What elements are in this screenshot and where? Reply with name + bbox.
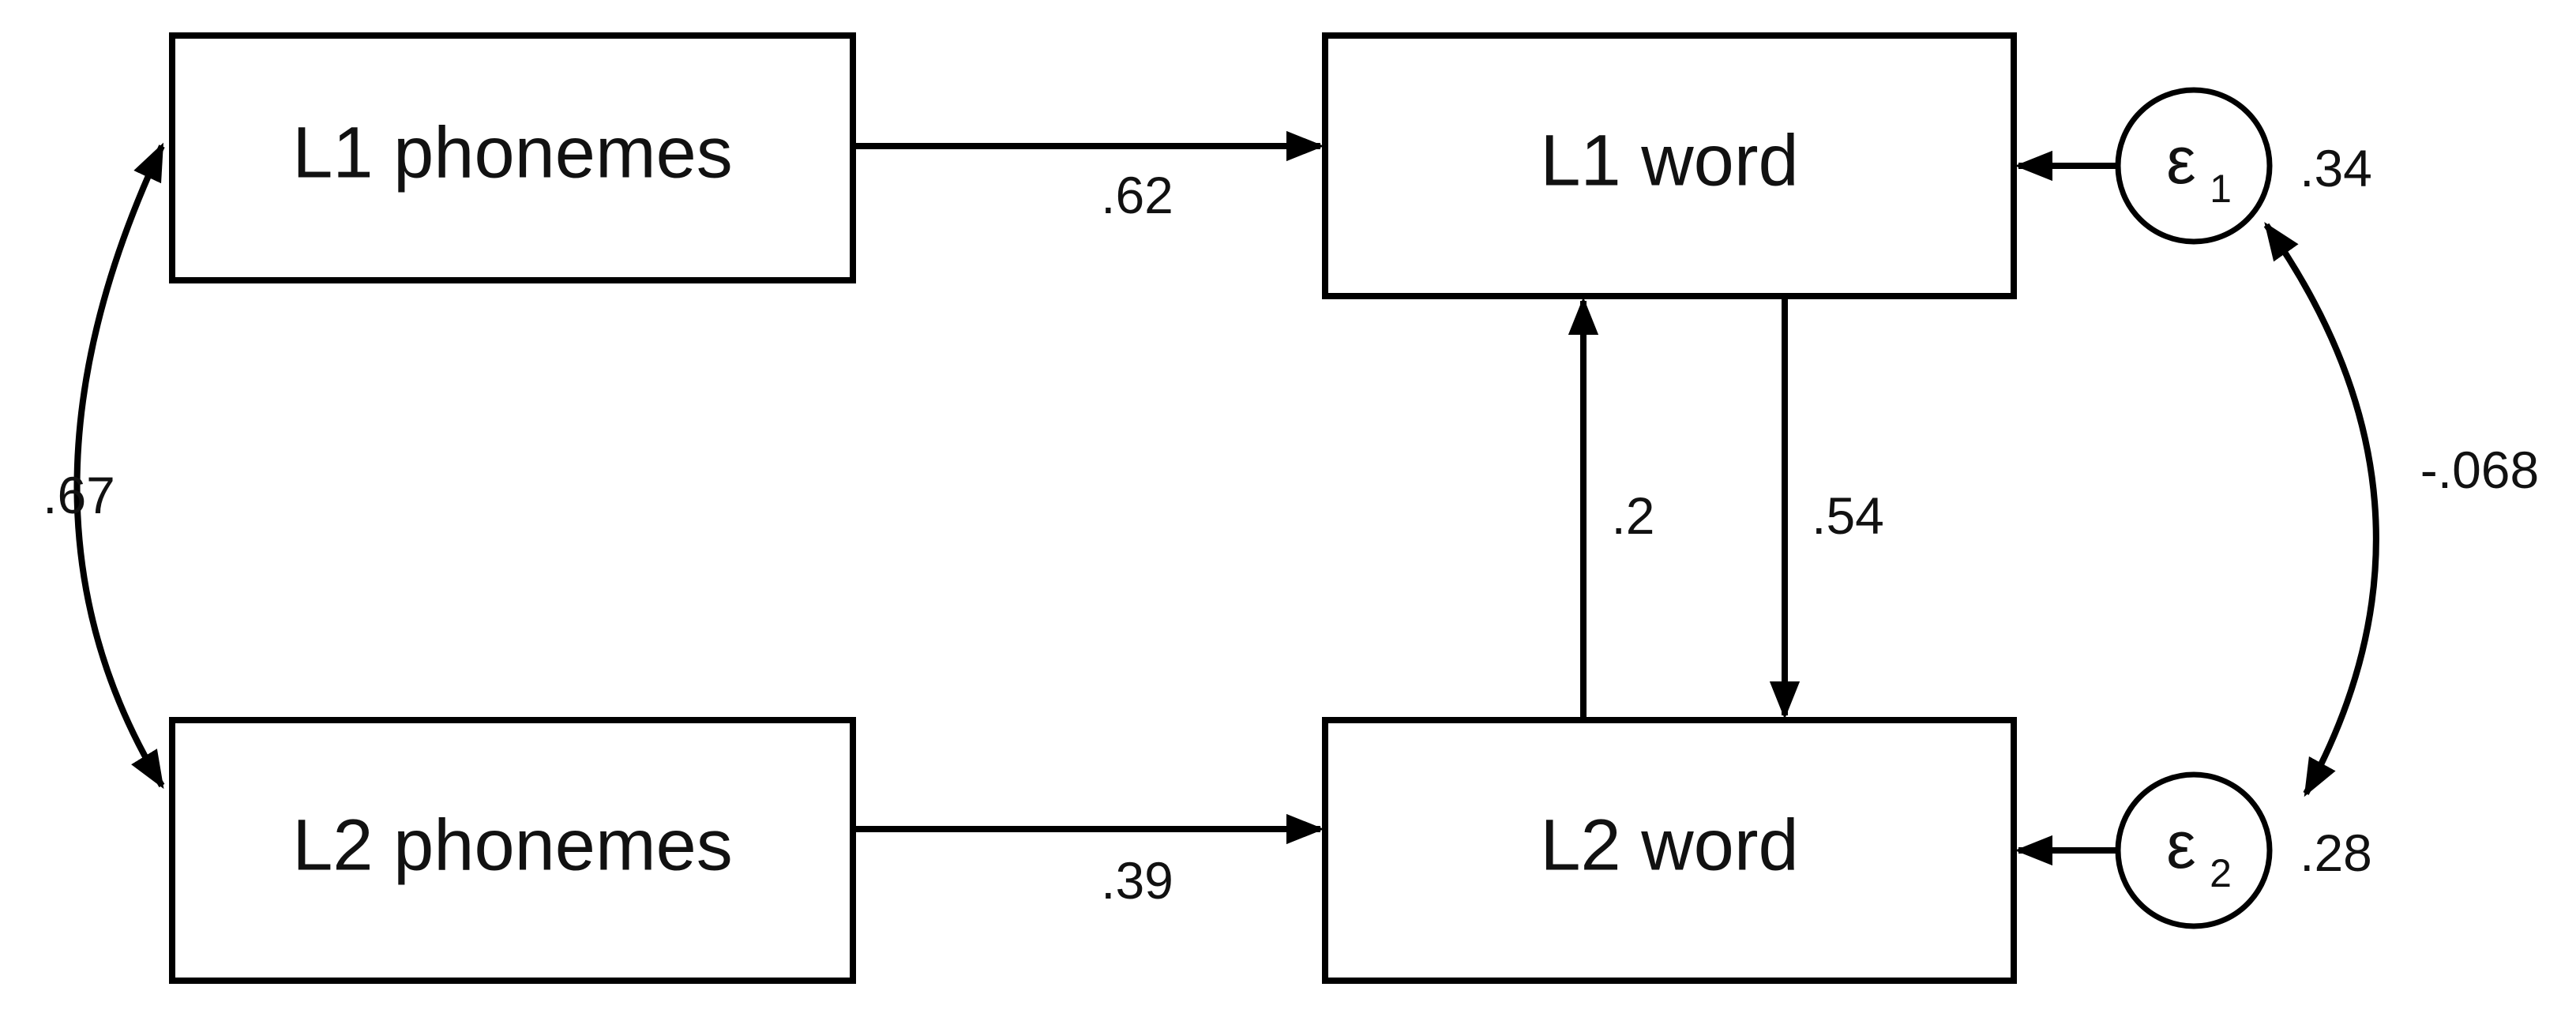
coef-l1-phonemes-to-l1-word: .62 [1101, 166, 1173, 224]
error-term-2: ε 2 [2115, 771, 2273, 929]
node-l1-word: L1 word [1322, 32, 2017, 299]
node-label-l2-word: L2 word [1540, 805, 1798, 885]
node-label-l1-phonemes: L1 phonemes [292, 112, 733, 193]
error-subscript-2: 2 [2210, 851, 2232, 895]
error-subscript-1: 1 [2210, 167, 2232, 211]
covariance-arc-errors [2263, 222, 2379, 797]
coef-l1-word-to-l2-word: .54 [1812, 486, 1884, 545]
node-l2-phonemes: L2 phonemes [169, 717, 856, 984]
node-l2-word: L2 word [1322, 717, 2017, 984]
node-l1-phonemes: L1 phonemes [169, 32, 856, 283]
error-symbol-2: ε [2166, 808, 2195, 882]
error-symbol-1: ε [2166, 123, 2195, 197]
coef-phonemes-covariance: .67 [43, 466, 115, 524]
error-variance-1: .34 [2300, 139, 2372, 197]
node-label-l2-phonemes: L2 phonemes [292, 805, 733, 885]
error-term-1: ε 1 [2115, 87, 2273, 245]
coef-l2-word-to-l1-word: .2 [1611, 486, 1654, 545]
coef-error-covariance: -.068 [2420, 441, 2539, 499]
error-variance-2: .28 [2300, 824, 2372, 882]
covariance-arc-phonemes [73, 142, 165, 790]
coef-l2-phonemes-to-l2-word: .39 [1101, 851, 1173, 910]
node-label-l1-word: L1 word [1540, 120, 1798, 201]
